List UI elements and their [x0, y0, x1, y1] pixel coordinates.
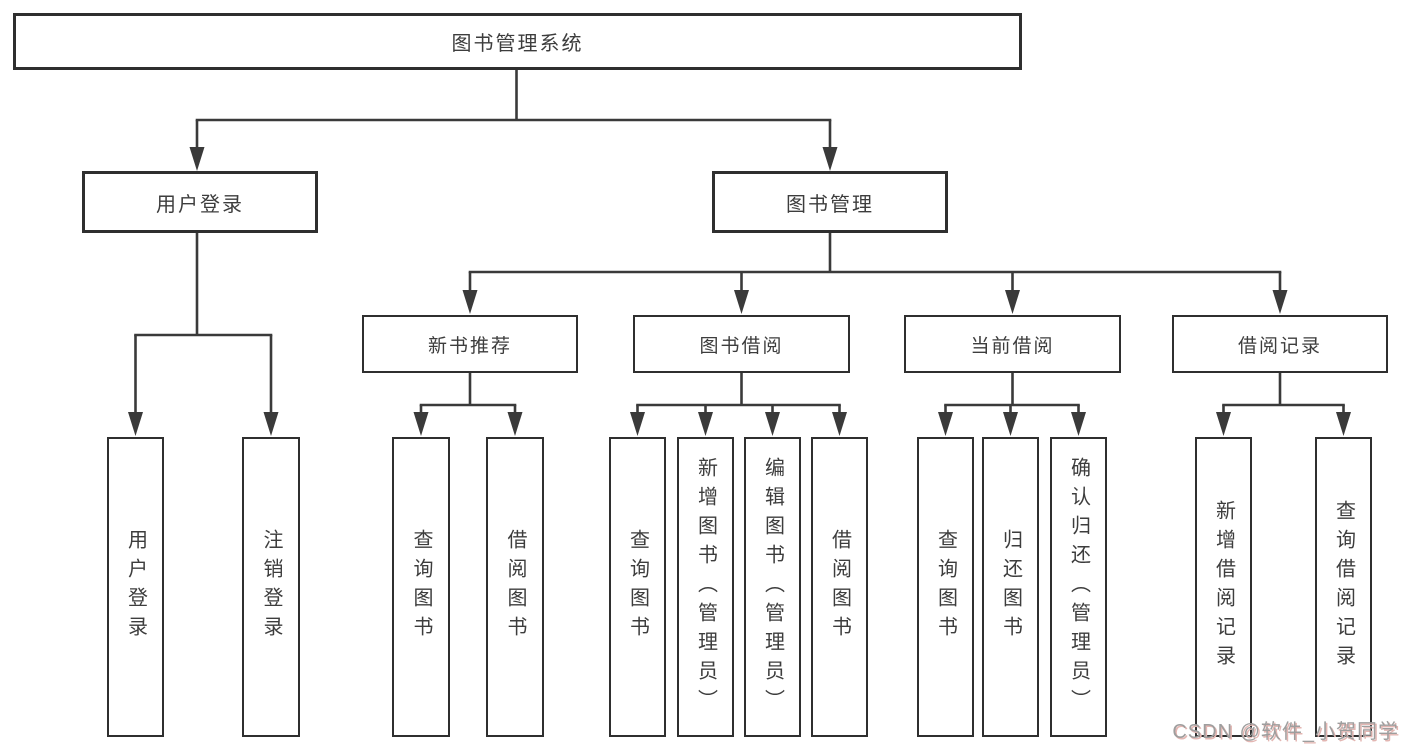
arrow-head: [263, 412, 279, 436]
arrow-head: [1216, 412, 1231, 436]
node-label: 用户登录: [156, 193, 244, 216]
arrow-head: [822, 147, 838, 171]
leaf-borrow-book: 借阅图书: [811, 437, 868, 737]
node-borrowing-records: 借阅记录: [1172, 315, 1388, 373]
leaf-query-borrow-record: 查询借阅记录: [1315, 437, 1372, 737]
arrow-head: [630, 412, 645, 436]
node-label: 用户登录: [124, 529, 147, 645]
node-label: 新书推荐: [427, 335, 512, 357]
node-book-borrowing: 图书借阅: [633, 315, 850, 373]
arrow-head: [1272, 290, 1288, 314]
leaf-user-login: 用户登录: [107, 437, 164, 737]
node-label: 新增图书（管理员）: [694, 456, 717, 718]
node-label: 当前借阅: [970, 335, 1055, 357]
node-user-login: 用户登录: [82, 171, 318, 233]
leaf-edit-book-admin: 编辑图书（管理员）: [744, 437, 801, 737]
leaf-add-borrow-record: 新增借阅记录: [1195, 437, 1252, 737]
arrow-head: [832, 412, 847, 436]
node-label: 编辑图书（管理员）: [761, 456, 784, 718]
node-label: 借阅图书: [504, 529, 526, 645]
leaf-query-book-current: 查询图书: [917, 437, 974, 737]
arrow-head: [128, 412, 143, 436]
leaf-return-book: 归还图书: [982, 437, 1039, 737]
arrow-head: [507, 412, 523, 436]
arrow-head: [1071, 412, 1086, 436]
node-label: 确认归还（管理员）: [1067, 456, 1090, 718]
node-label: 借阅记录: [1237, 335, 1322, 357]
leaf-query-book-recommend: 查询图书: [392, 437, 450, 737]
node-label: 查询图书: [934, 529, 957, 645]
node-label: 图书管理系统: [451, 33, 584, 55]
leaf-confirm-return-admin: 确认归还（管理员）: [1050, 437, 1107, 737]
leaf-borrow-book-recommend: 借阅图书: [486, 437, 544, 737]
leaf-add-book-admin: 新增图书（管理员）: [677, 437, 734, 737]
node-new-book-recommend: 新书推荐: [362, 315, 578, 373]
node-label: 查询图书: [626, 529, 649, 645]
node-library-system: 图书管理系统: [13, 13, 1022, 70]
arrow-head: [462, 290, 478, 314]
leaf-logout: 注销登录: [242, 437, 300, 737]
node-label: 查询图书: [410, 529, 432, 645]
node-label: 新增借阅记录: [1212, 500, 1235, 674]
node-label: 查询借阅记录: [1332, 500, 1355, 674]
arrow-head: [1005, 290, 1020, 314]
node-label: 归还图书: [999, 529, 1022, 645]
arrow-head: [189, 147, 205, 171]
arrow-head: [734, 290, 749, 314]
arrow-head: [698, 412, 713, 436]
node-label: 图书借阅: [699, 335, 784, 357]
node-book-management: 图书管理: [712, 171, 948, 233]
arrow-head: [1336, 412, 1351, 436]
csdn-watermark: CSDN @软件_小贺同学: [1172, 721, 1399, 743]
arrow-head: [1003, 412, 1018, 436]
leaf-query-book-borrow: 查询图书: [609, 437, 666, 737]
node-label: 借阅图书: [828, 529, 851, 645]
arrow-head: [938, 412, 953, 436]
arrow-head: [765, 412, 780, 436]
arrow-head: [413, 412, 429, 436]
node-label: 图书管理: [786, 193, 874, 216]
node-current-borrowing: 当前借阅: [904, 315, 1121, 373]
node-label: 注销登录: [260, 529, 282, 645]
